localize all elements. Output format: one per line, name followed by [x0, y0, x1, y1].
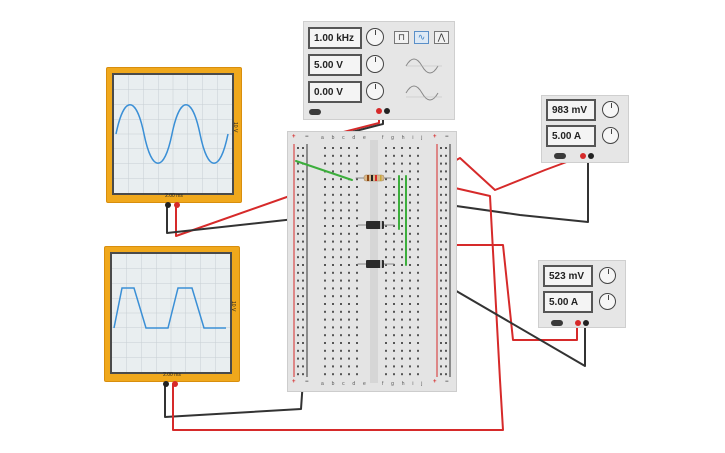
rail-plus-top-right: +: [433, 134, 437, 140]
sine-wave-button[interactable]: ∿: [414, 31, 429, 44]
oscilloscope-bottom-screen: [110, 252, 232, 374]
function-generator[interactable]: 1.00 kHz 5.00 V 0.00 V ⊓ ∿ ⋀: [303, 21, 455, 120]
psu-top-negative-jack[interactable]: [588, 153, 594, 159]
psu-bottom-voltage-knob[interactable]: [599, 267, 616, 284]
oscilloscope-top-trace: [114, 75, 232, 193]
psu-top-current-display: 5.00 A: [546, 125, 596, 147]
oscilloscope-bottom-black-jack[interactable]: [163, 381, 169, 387]
psu-top-voltage-knob[interactable]: [602, 101, 619, 118]
psu-top-current-knob[interactable]: [602, 127, 619, 144]
output-positive-jack[interactable]: [376, 108, 382, 114]
psu-bottom-voltage-display: 523 mV: [543, 265, 593, 287]
column-header-left-bottom: a b c d e: [321, 381, 369, 387]
rail-minus-bottom-right: −: [445, 379, 449, 385]
oscilloscope-bottom-red-jack[interactable]: [172, 381, 178, 387]
oscilloscope-top-vdiv: 10 V: [232, 122, 238, 133]
breadboard: + − a b c d e f g h i j + − + − a b c d …: [287, 131, 457, 392]
psu-top-power-toggle[interactable]: [554, 153, 566, 159]
rail-plus-bottom-right: +: [433, 379, 437, 385]
offset-knob[interactable]: [366, 82, 384, 100]
oscilloscope-top[interactable]: 2.00 ms 10 V: [106, 67, 242, 208]
power-supply-top[interactable]: 983 mV 5.00 A: [541, 95, 629, 163]
oscilloscope-top-screen: [112, 73, 234, 195]
sine-wave-icon: ∿: [417, 32, 426, 42]
triangle-wave-icon: ⋀: [437, 32, 446, 42]
output-negative-jack[interactable]: [384, 108, 390, 114]
scope-bottom-red-wire[interactable]: [172, 179, 504, 431]
triangle-wave-button[interactable]: ⋀: [434, 31, 449, 44]
rail-minus-bottom-left: −: [305, 379, 309, 385]
column-header-right: f g h i j: [382, 135, 426, 141]
power-supply-bottom[interactable]: 523 mV 5.00 A: [538, 260, 626, 328]
psu-bottom-current-display: 5.00 A: [543, 291, 593, 313]
psu-top-positive-jack[interactable]: [580, 153, 586, 159]
oscilloscope-top-red-jack[interactable]: [174, 202, 180, 208]
oscilloscope-top-timebase: 2.00 ms: [165, 193, 183, 199]
oscilloscope-bottom-timebase: 2.00 ms: [163, 372, 181, 378]
psu-bottom-positive-jack[interactable]: [575, 320, 581, 326]
scope-top-black-wire[interactable]: [166, 203, 305, 234]
oscilloscope-bottom[interactable]: 2.00 ms 10 V: [104, 246, 240, 387]
oscilloscope-bottom-vdiv: 10 V: [230, 301, 236, 312]
green-jumper-1[interactable]: [295, 160, 353, 181]
column-header-right-bottom: f g h i j: [382, 381, 426, 387]
scope-top-red-wire[interactable]: [175, 191, 302, 237]
diode-2[interactable]: [366, 260, 384, 268]
rail-plus-top-left: +: [292, 134, 296, 140]
frequency-knob[interactable]: [366, 28, 384, 46]
rail-minus-top-left: −: [305, 134, 309, 140]
amplitude-display: 5.00 V: [308, 54, 362, 76]
oscilloscope-top-black-jack[interactable]: [165, 202, 171, 208]
psu-bottom-power-toggle[interactable]: [551, 320, 563, 326]
square-wave-icon: ⊓: [397, 32, 406, 42]
column-header-left: a b c d e: [321, 135, 369, 141]
power-toggle[interactable]: [309, 109, 321, 115]
rail-minus-top-right: −: [445, 134, 449, 140]
oscilloscope-bottom-trace: [112, 254, 230, 372]
rail-plus-bottom-left: +: [292, 379, 296, 385]
square-wave-button[interactable]: ⊓: [394, 31, 409, 44]
frequency-display: 1.00 kHz: [308, 27, 362, 49]
amplitude-knob[interactable]: [366, 55, 384, 73]
amplitude-wave-icon: [405, 58, 442, 74]
psu-top-voltage-display: 983 mV: [546, 99, 596, 121]
offset-wave-icon: [405, 85, 442, 101]
diode-1[interactable]: [366, 221, 384, 229]
psu-bottom-negative-jack[interactable]: [583, 320, 589, 326]
offset-display: 0.00 V: [308, 81, 362, 103]
psu-bottom-current-knob[interactable]: [599, 293, 616, 310]
